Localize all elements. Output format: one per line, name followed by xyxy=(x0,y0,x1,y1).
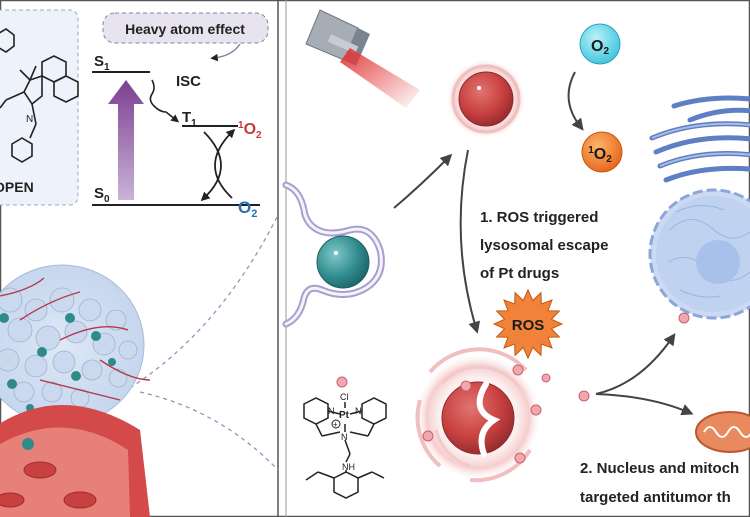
singlet-oxygen-sphere: 1O2 xyxy=(581,131,623,173)
s0-label: S0 xyxy=(94,185,110,205)
golgi-apparatus xyxy=(649,95,750,183)
zoom-line-upper xyxy=(129,214,279,389)
t1-label: T1 xyxy=(182,109,197,129)
pt-charge-circle xyxy=(331,419,341,429)
lysosome-ruptured xyxy=(414,347,542,483)
ros-starburst xyxy=(492,288,564,360)
tumor-cells xyxy=(0,287,138,408)
drug-particle-vessel xyxy=(22,438,34,450)
membrane-rupture xyxy=(476,381,501,457)
ground-oxygen-label: O2 xyxy=(238,198,257,220)
zoom-line-lower xyxy=(139,391,279,471)
cell-membrane-inner xyxy=(284,183,383,326)
laser-source xyxy=(305,9,420,108)
jablonski-diagram: Heavy atom effect S1 T1 S0 ISC 1O2 O2 xyxy=(92,12,269,220)
ros-label: ROS xyxy=(512,317,545,334)
energy-transfer-arrow-down xyxy=(200,131,222,202)
laser-beam xyxy=(340,48,420,108)
molecule-box xyxy=(0,9,79,206)
step2-line1: 2. Nucleus and mitoch xyxy=(580,460,739,477)
pt-nh-label: NH xyxy=(342,462,355,472)
nucleolus xyxy=(696,240,740,284)
step2-line2: targeted antitumor th xyxy=(580,489,731,506)
pt-charge: + xyxy=(333,420,338,429)
pt-atom-label: Pt xyxy=(339,410,350,421)
pt-n-center: N xyxy=(341,432,348,442)
lysosome-intact xyxy=(446,59,526,139)
molecule-n-atom: N xyxy=(26,114,33,125)
pt-cl-label: Cl xyxy=(340,392,349,402)
ros-badge: ROS xyxy=(492,288,564,360)
nucleus xyxy=(648,188,750,320)
excitation-arrow xyxy=(108,80,144,200)
energy-transfer-arrow-up xyxy=(214,128,236,199)
step1-line3: of Pt drugs xyxy=(480,265,559,282)
step1-line2: lysosomal escape xyxy=(480,237,608,254)
mitochondrion xyxy=(695,411,750,453)
pt-complex-structure: Cl Pt N N N + NH xyxy=(303,392,387,499)
molecule-structure-top: N OPEN xyxy=(0,9,79,206)
pt-n-left: N xyxy=(328,406,335,416)
s1-label: S1 xyxy=(94,53,110,73)
heavy-atom-label: Heavy atom effect xyxy=(125,21,245,37)
oxygen-ground-sphere: O2 xyxy=(579,23,621,65)
arrow-to-nucleus xyxy=(595,333,676,395)
singlet-oxygen-label: 1O2 xyxy=(238,120,262,141)
singlet-oxygen-text: 1O2 xyxy=(588,145,612,165)
isc-label: ISC xyxy=(176,73,201,90)
arrow-to-escape xyxy=(459,149,481,334)
endosome-particle xyxy=(316,235,370,289)
drug-particles-tissue xyxy=(0,313,116,412)
molecule-label: OPEN xyxy=(0,179,34,195)
arrow-o2-conversion xyxy=(567,71,584,131)
heavy-atom-callout xyxy=(102,12,269,44)
arrow-to-mitochondria xyxy=(595,393,694,416)
red-blood-cells xyxy=(0,461,97,509)
golgi-outline xyxy=(651,122,750,167)
pt-n-right: N xyxy=(355,406,362,416)
oxygen-ground-text: O2 xyxy=(591,38,609,57)
endosome-highlight xyxy=(334,251,338,255)
tumor-tissue xyxy=(0,264,151,517)
callout-pointer xyxy=(210,43,241,62)
step1-line1: 1. ROS triggered xyxy=(480,209,598,226)
blood-vessel-lumen xyxy=(0,427,130,517)
isc-arrow xyxy=(149,79,180,123)
arrow-to-lysosome xyxy=(393,153,453,209)
capillaries xyxy=(0,277,151,401)
